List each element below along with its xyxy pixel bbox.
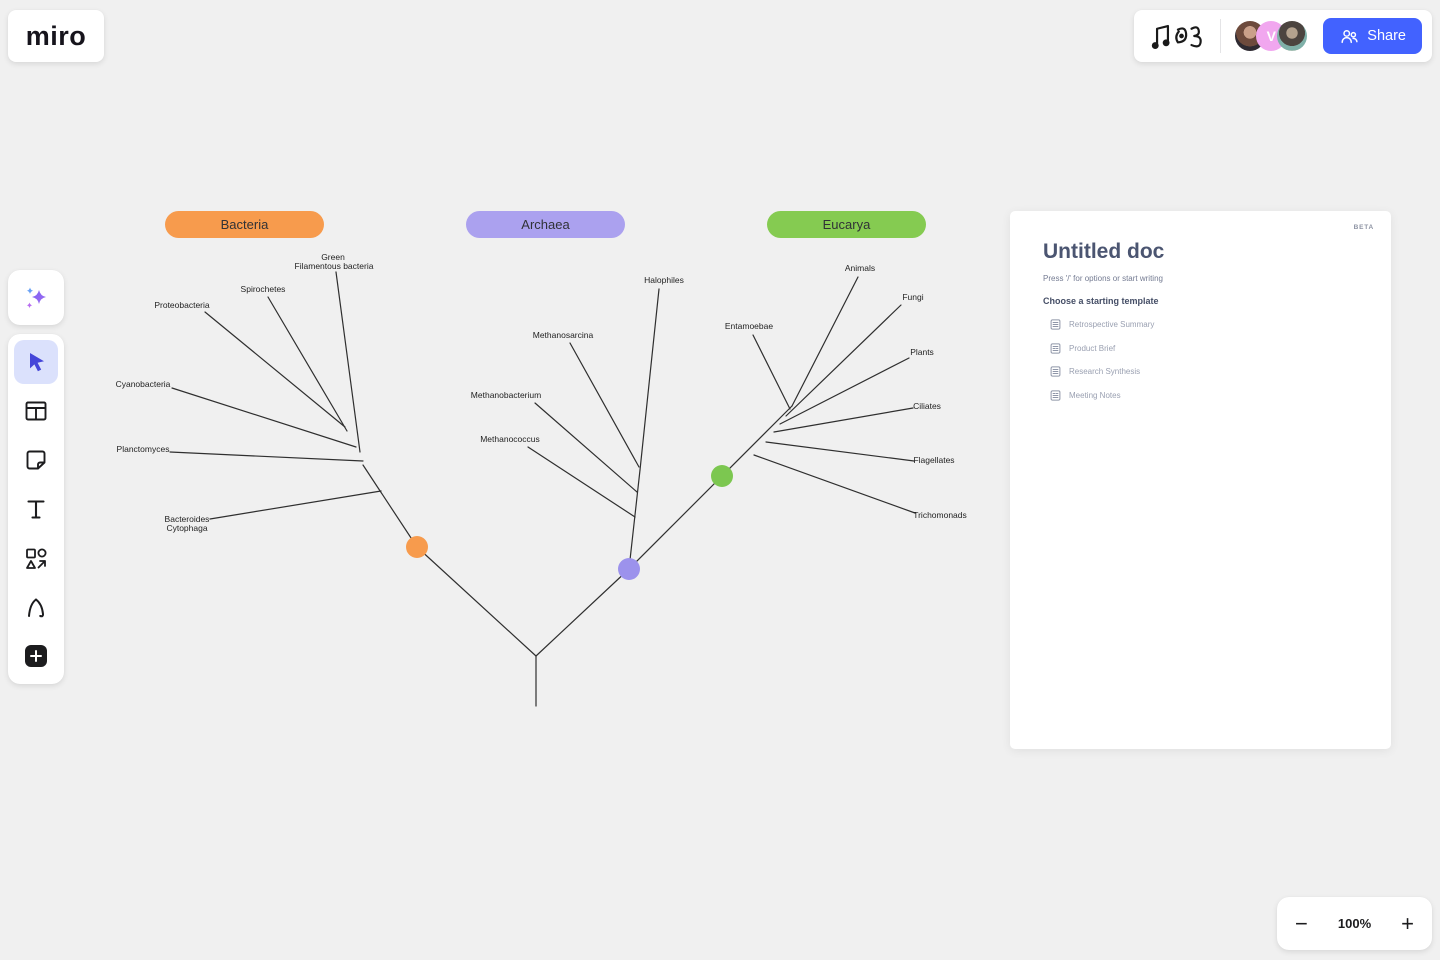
template-item-label: Meeting Notes	[1069, 390, 1121, 400]
text-tool-button[interactable]	[14, 487, 58, 531]
taxon-label-planctomyces[interactable]: Planctomyces	[117, 444, 170, 454]
sparkles-icon	[26, 287, 46, 308]
branch-line-green-filamentous	[335, 271, 361, 453]
zoom-level: 100%	[1337, 916, 1372, 931]
branch-line-halophiles	[639, 288, 660, 471]
taxon-label-green-1[interactable]: Green	[321, 252, 345, 262]
beta-badge: BETA	[1353, 224, 1374, 231]
zoom-out-button[interactable]: −	[1295, 910, 1308, 936]
miro-logo: miro	[25, 20, 87, 51]
zoom-controls: − 100% +	[1277, 897, 1432, 950]
people-icon	[1341, 29, 1358, 44]
document-icon	[1050, 319, 1061, 330]
template-item-product-brief[interactable]: Product Brief	[1050, 337, 1371, 361]
branch-line-entamoebae	[752, 334, 791, 410]
template-list: Retrospective Summary Product Brief Rese…	[1050, 313, 1371, 407]
template-item-retrospective-summary[interactable]: Retrospective Summary	[1050, 313, 1371, 337]
ai-assist-button[interactable]	[14, 276, 58, 320]
branch-line-planctomyces	[169, 451, 364, 462]
document-icon	[1050, 366, 1061, 377]
top-right-bar: V Share	[1134, 10, 1432, 62]
cursor-icon	[30, 353, 44, 372]
pen-tool-button[interactable]	[14, 585, 58, 629]
ai-assist-card	[8, 270, 64, 325]
taxon-label-proteobacteria[interactable]: Proteobacteria	[154, 300, 210, 310]
tool-palette	[8, 334, 64, 684]
branch-line-trichomonads	[753, 454, 916, 514]
doc-panel: BETA Untitled doc Press '/' for options …	[1010, 211, 1391, 749]
taxon-label-spirochetes[interactable]: Spirochetes	[241, 284, 286, 294]
doc-title[interactable]: Untitled doc	[1043, 240, 1165, 263]
avatar[interactable]	[1277, 21, 1308, 51]
zoom-in-button[interactable]: +	[1401, 910, 1414, 936]
divider	[1220, 19, 1222, 53]
template-item-label: Research Synthesis	[1069, 367, 1141, 377]
domain-pill-eucarya[interactable]: Eucarya	[767, 211, 926, 238]
taxon-label-bacteroides-1[interactable]: Bacteroides	[165, 514, 210, 524]
sticky-note-icon	[26, 450, 46, 470]
branch-line-methanosarcina	[569, 342, 640, 468]
frame-grid-icon	[25, 401, 47, 421]
doc-editor-hint[interactable]: Press '/' for options or start writing	[1043, 274, 1163, 283]
shapes-icon	[26, 548, 47, 569]
taxon-label-ciliates[interactable]: Ciliates	[913, 401, 941, 411]
taxon-label-bacteroides-2[interactable]: Cytophaga	[166, 523, 207, 533]
branch-line-methanococcus	[527, 446, 636, 518]
miro-logo-card[interactable]: miro	[8, 10, 104, 62]
template-item-research-synthesis[interactable]: Research Synthesis	[1050, 360, 1371, 384]
plus-icon	[25, 645, 47, 667]
bacteria-node[interactable]	[406, 536, 428, 558]
template-item-meeting-notes[interactable]: Meeting Notes	[1050, 384, 1371, 408]
pen-icon	[28, 598, 45, 618]
taxon-label-methanococcus[interactable]: Methanococcus	[480, 434, 540, 444]
shapes-tool-button[interactable]	[14, 536, 58, 580]
taxon-label-animals[interactable]: Animals	[845, 263, 875, 273]
archaea-node[interactable]	[618, 558, 640, 580]
eucarya-node[interactable]	[711, 465, 733, 487]
branch-line-flagellates	[765, 441, 915, 462]
branch-line-proteobacteria	[204, 311, 346, 428]
branch-line-cyanobacteria	[171, 387, 357, 448]
taxon-label-methanosarcina[interactable]: Methanosarcina	[533, 330, 594, 340]
taxon-label-methanobacterium[interactable]: Methanobacterium	[471, 390, 541, 400]
template-item-label: Retrospective Summary	[1069, 320, 1155, 330]
branch-line-animals	[791, 276, 859, 407]
taxon-label-fungi[interactable]: Fungi	[902, 292, 923, 302]
template-heading: Choose a starting template	[1043, 296, 1159, 306]
share-button[interactable]: Share	[1323, 18, 1422, 54]
taxon-label-green-2[interactable]: Filamentous bacteria	[295, 261, 374, 271]
taxon-label-plants[interactable]: Plants	[910, 347, 934, 357]
domain-pill-archaea[interactable]: Archaea	[466, 211, 625, 238]
document-icon	[1050, 390, 1061, 401]
branch-line-methanobacterium	[534, 402, 638, 493]
taxon-label-flagellates[interactable]: Flagellates	[913, 455, 954, 465]
template-item-label: Product Brief	[1069, 343, 1116, 353]
music-note-doodle-icon	[1152, 24, 1203, 49]
branch-line-ciliates	[773, 407, 914, 433]
sticky-note-tool-button[interactable]	[14, 438, 58, 482]
branch-line-fungi	[785, 304, 902, 417]
branch-line-root-archaea	[535, 568, 630, 657]
text-t-icon	[27, 500, 45, 519]
collaborator-avatars: V	[1235, 21, 1308, 51]
select-tool-button[interactable]	[14, 340, 58, 384]
share-button-label: Share	[1367, 28, 1406, 44]
domain-pill-bacteria[interactable]: Bacteria	[165, 211, 324, 238]
branch-line-archaea-stem	[628, 469, 641, 570]
taxon-label-trichomonads[interactable]: Trichomonads	[913, 510, 967, 520]
taxon-label-entamoebae[interactable]: Entamoebae	[725, 321, 773, 331]
taxon-label-halophiles[interactable]: Halophiles	[644, 275, 684, 285]
branch-line-eucarya-stem	[628, 405, 793, 570]
document-icon	[1050, 343, 1061, 354]
branch-line-bacteroides	[209, 490, 382, 520]
branch-line-plants	[779, 357, 910, 425]
branch-line-root-bacteria	[416, 546, 537, 657]
templates-tool-button[interactable]	[14, 389, 58, 433]
taxon-label-cyanobacteria[interactable]: Cyanobacteria	[116, 379, 171, 389]
branch-line-bacteria-stem	[362, 464, 418, 548]
branch-line-spirochetes	[267, 296, 348, 432]
more-tools-button[interactable]	[14, 634, 58, 678]
